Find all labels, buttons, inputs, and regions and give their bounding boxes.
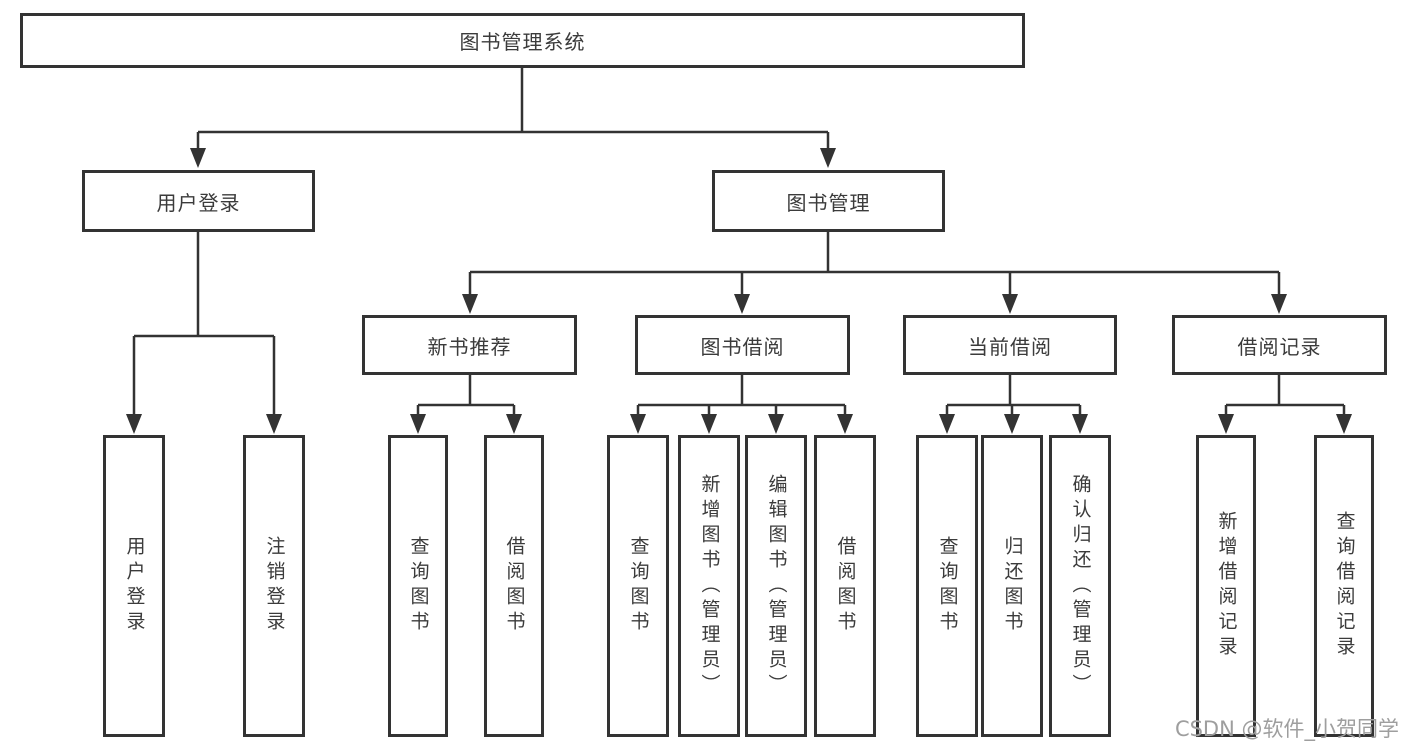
leaf-label: 查询图书 [407,536,430,636]
leaf-borrow-book-recommend: 借阅图书 [484,435,544,737]
node-book-borrow: 图书借阅 [635,315,850,375]
leaf-label: 新增借阅记录 [1215,511,1238,661]
leaf-query-book-recommend: 查询图书 [388,435,448,737]
leaf-return-book: 归还图书 [981,435,1043,737]
arrowheads [126,148,1352,434]
leaf-query-book-current: 查询图书 [916,435,978,737]
leaf-label: 编辑图书（管理员） [765,473,788,699]
leaf-label: 查询借阅记录 [1333,511,1356,661]
leaf-label: 确认归还（管理员） [1069,473,1092,699]
leaf-add-borrow-record: 新增借阅记录 [1196,435,1256,737]
node-user-login: 用户登录 [82,170,315,232]
leaf-query-borrow-record: 查询借阅记录 [1314,435,1374,737]
leaf-label: 查询图书 [627,536,650,636]
leaf-user-login: 用户登录 [103,435,165,737]
leaf-label: 用户登录 [123,536,146,636]
node-book-management: 图书管理 [712,170,945,232]
leaf-query-book-borrow: 查询图书 [607,435,669,737]
leaf-confirm-return-admin: 确认归还（管理员） [1049,435,1111,737]
leaf-label: 新增图书（管理员） [698,473,721,699]
leaf-label: 借阅图书 [503,536,526,636]
leaf-label: 注销登录 [263,536,286,636]
csdn-watermark: CSDN @软件_小贺同学 [1174,717,1399,741]
leaf-add-book-admin: 新增图书（管理员） [678,435,740,737]
node-current-borrow: 当前借阅 [903,315,1117,375]
node-root: 图书管理系统 [20,13,1025,68]
leaf-label: 查询图书 [936,536,959,636]
leaf-borrow-book: 借阅图书 [814,435,876,737]
node-new-book-recommend: 新书推荐 [362,315,577,375]
node-borrow-record: 借阅记录 [1172,315,1387,375]
leaf-label: 借阅图书 [834,536,857,636]
leaf-logout: 注销登录 [243,435,305,737]
leaf-edit-book-admin: 编辑图书（管理员） [745,435,807,737]
leaf-label: 归还图书 [1001,536,1024,636]
